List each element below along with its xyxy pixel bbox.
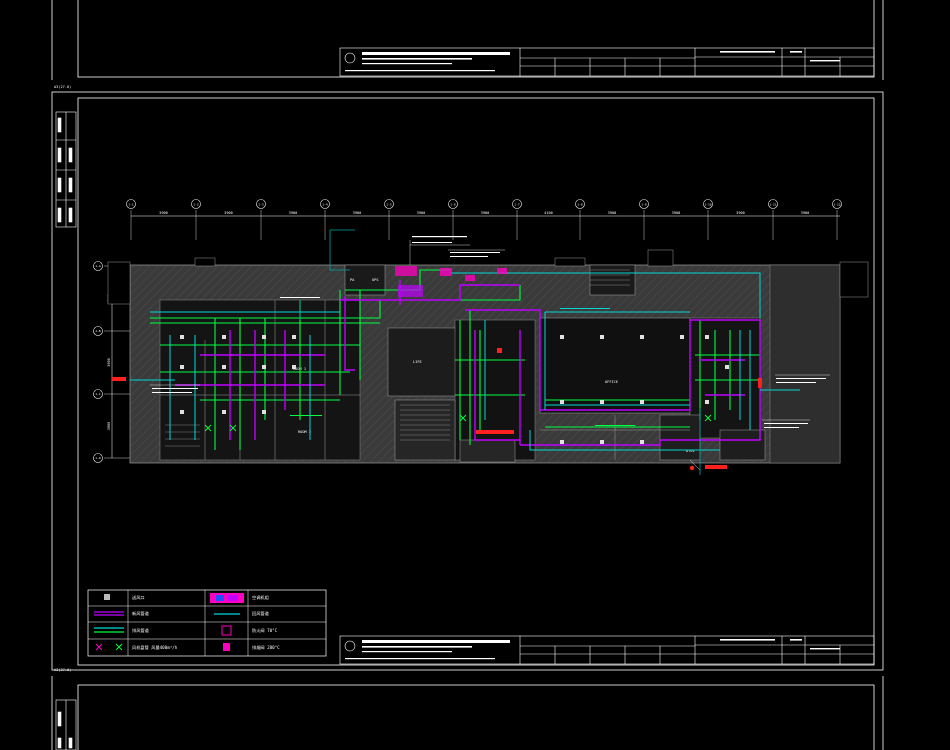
legend-swatch-magenta-icon — [94, 611, 124, 616]
annotation-text-blocks — [152, 236, 826, 428]
legend-swatch-cross-icon — [95, 643, 103, 651]
grid-bubble-label-1: 1-1 — [128, 202, 134, 206]
room-label-office: OFFICE — [605, 380, 618, 384]
sheet-mark-lower: A3(27.0) — [54, 668, 71, 672]
room-label-ups: UPS — [372, 278, 379, 282]
legend-swatch-fan-icon — [210, 593, 244, 603]
legend-right-label-2: 防火阀 70°C — [252, 627, 278, 634]
grid-bubble-label-8: 1-8 — [577, 202, 583, 206]
grid-bubble-2 — [191, 199, 201, 209]
legend-swatch-smoke-icon — [223, 643, 230, 651]
grid-bubble-label-3: 1-3 — [258, 202, 264, 206]
grid-bubble-label-9: 1-9 — [641, 202, 647, 206]
legend-label-1: 新风管道 — [132, 610, 150, 617]
title-block-main — [339, 635, 875, 665]
grid-bubble-7 — [512, 199, 522, 209]
grid-bubble-9 — [639, 199, 649, 209]
legend-swatch-cross2-icon — [115, 643, 123, 651]
grid-dimension-6: 3900 — [481, 211, 490, 215]
grid-bubble-label-4: 1-4 — [322, 202, 328, 206]
legend-right-label-3: 排烟阀 280°C — [252, 644, 280, 651]
grid-bubble-11 — [768, 199, 778, 209]
grid-bubble-label-5: 1-5 — [386, 202, 392, 206]
legend-label-0: 送风口 — [132, 594, 145, 601]
legend-right-label-1: 回风管道 — [252, 610, 270, 617]
sheet-frames — [51, 0, 884, 750]
grid-bubble-12 — [832, 199, 842, 209]
title-block-top — [339, 47, 875, 77]
grid-dimension-11: 3900 — [801, 211, 810, 215]
duct-network-teal — [299, 229, 701, 475]
room-label-pa: PA — [350, 278, 355, 282]
legend-right-label-0: 空调机组 — [252, 594, 269, 601]
sheet-mark-upper: A3(27.0) — [54, 85, 71, 89]
revision-strip — [55, 111, 77, 750]
row-bubble-4 — [93, 453, 103, 463]
duct-network-cyan — [130, 272, 800, 451]
grid-dimension-3: 3900 — [289, 211, 298, 215]
row-dimension-3: 3900 — [107, 422, 111, 431]
legend-swatch-cyan-icon — [94, 627, 124, 633]
grid-bubble-1 — [126, 199, 136, 209]
grid-bubble-8 — [575, 199, 585, 209]
grid-bubble-4 — [320, 199, 330, 209]
grid-bubble-label-6: 1-6 — [450, 202, 456, 206]
duct-network-magenta — [175, 280, 761, 446]
grid-bubble-3 — [256, 199, 266, 209]
legend-label-2: 排风管道 — [132, 627, 150, 634]
grid-bubble-10 — [703, 199, 713, 209]
grid-dimension-1: 3900 — [159, 211, 168, 215]
grid-bubble-label-2: 1-2 — [193, 202, 199, 206]
legend-label-3: 风机盘管 风量400m³/h — [132, 644, 178, 651]
grid-bubble-6 — [448, 199, 458, 209]
annotation-leaders — [150, 240, 830, 471]
row-bubble-label-1: 1-A — [95, 264, 101, 268]
grid-axis-top: 1-1 3900 1-2 3900 1-3 3900 1-4 3900 1-5 3900 1-6 39… — [126, 199, 842, 240]
legend-table: 送风口 新风管道 排风管道 风机盘管 风量400m³/h 空调机组 回风管道 防… — [87, 589, 327, 657]
grid-dimension-5: 3900 — [417, 211, 426, 215]
room-label-stair: LIFE — [413, 360, 422, 364]
grid-dimension-9: 3900 — [672, 211, 681, 215]
equipment-markers — [112, 266, 762, 471]
row-bubble-label-2: 1-B — [95, 329, 101, 333]
row-bubble-label-4: 1-D — [95, 456, 101, 460]
room-label-core: DTU1 — [686, 449, 695, 453]
grid-bubble-5 — [384, 199, 394, 209]
grid-bubble-label-11: 1-11 — [769, 202, 776, 206]
grid-bubble-label-12: 1-12 — [833, 202, 840, 206]
legend-swatch-grille-icon — [104, 594, 110, 600]
grid-dimension-8: 3900 — [608, 211, 617, 215]
grid-dimension-2: 3900 — [224, 211, 233, 215]
row-bubble-3 — [93, 389, 103, 399]
room-label-room-b: ROOM 2 — [298, 430, 311, 434]
grid-bubble-label-7: 1-7 — [514, 202, 520, 206]
grid-dimension-10: 3900 — [736, 211, 745, 215]
row-bubble-label-3: 1-C — [95, 392, 101, 396]
grid-dimension-7: 4100 — [544, 211, 553, 215]
legend-swatch-damper-icon — [221, 625, 232, 636]
grid-dimension-4: 3900 — [353, 211, 362, 215]
row-bubble-2 — [93, 326, 103, 336]
row-bubble-1 — [93, 261, 103, 271]
grid-bubble-label-10: 1-10 — [704, 202, 711, 206]
row-dimension-2: 3900 — [107, 358, 111, 367]
